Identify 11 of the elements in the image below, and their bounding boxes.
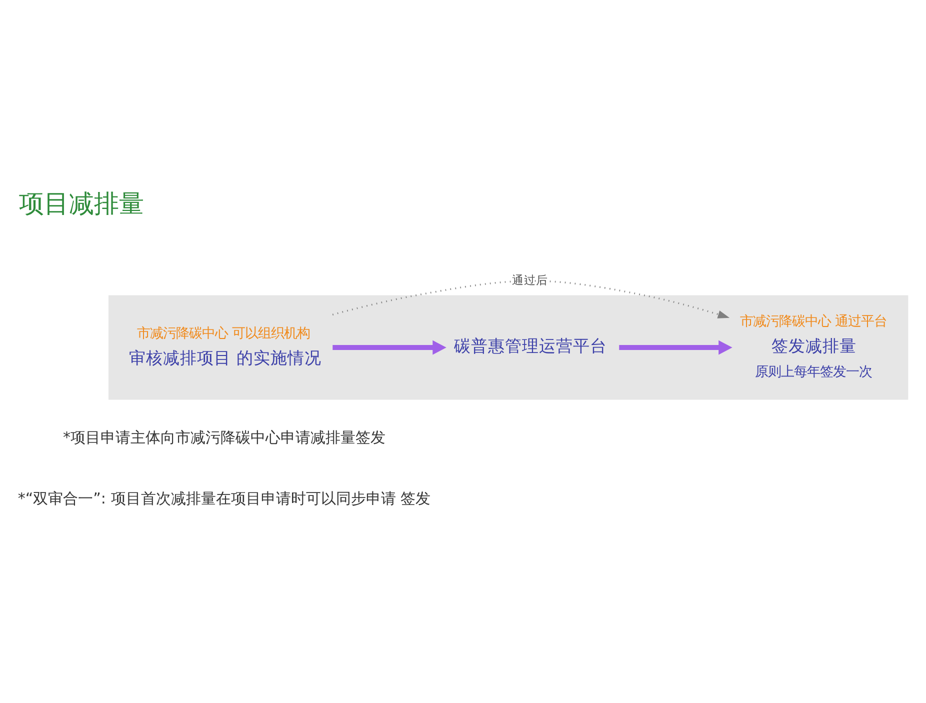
node-text: 市减污降碳中心 通过平台 签发减排量 原则上每年签发一次 bbox=[740, 314, 888, 380]
cluster bbox=[108, 295, 908, 400]
label: *项目申请主体向市减污降碳中心申请减排量签发 bbox=[62, 428, 386, 446]
node-text: 碳普惠管理运营平台 bbox=[454, 336, 608, 356]
arrow bbox=[619, 340, 732, 355]
arrow bbox=[332, 340, 446, 355]
edge-label: 通过后 bbox=[512, 273, 548, 288]
diagram-title: 项目减排量 bbox=[18, 188, 144, 218]
label: *“双审合一”: 项目首次减排量在项目申请时可以同步申请 签发 bbox=[18, 489, 431, 508]
node-text: 市减污降碳中心 可以组织机构 审核减排项目 的实施情况 bbox=[128, 326, 322, 368]
arrow bbox=[332, 280, 730, 318]
